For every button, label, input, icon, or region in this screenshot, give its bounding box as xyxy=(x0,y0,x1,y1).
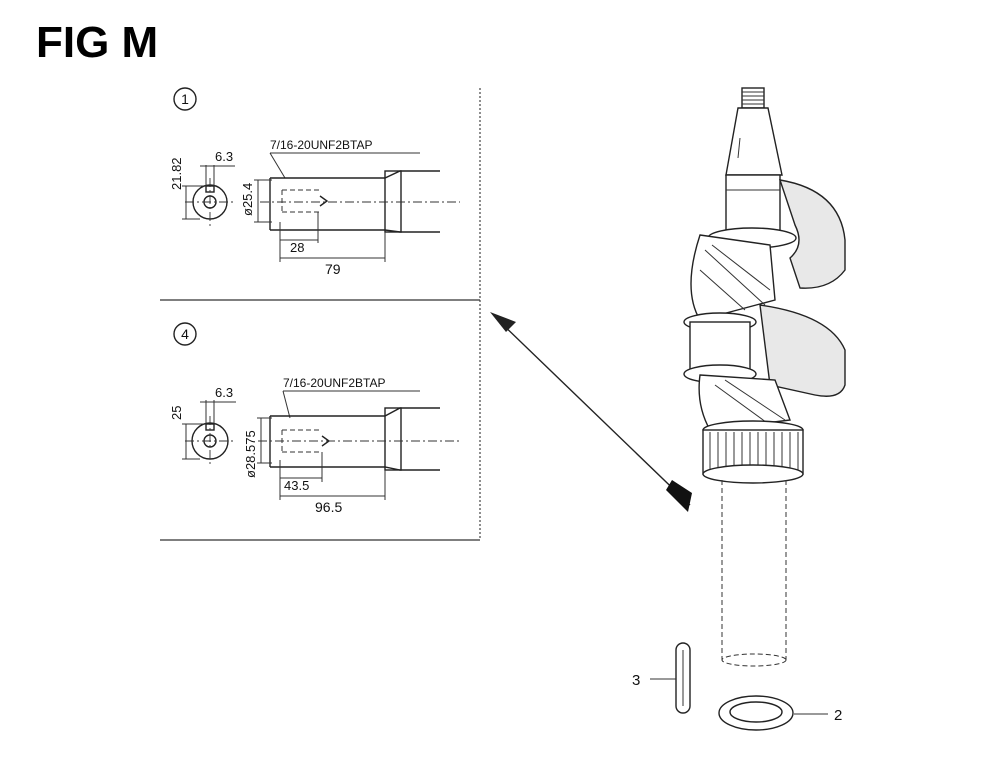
crankshaft xyxy=(683,87,846,667)
figure-title: FIG M xyxy=(36,18,159,67)
detail-4-side-view: 7/16-20UNF2BTAP xyxy=(257,376,460,500)
detail-panels-frame xyxy=(160,88,481,541)
detail-1-dim-keyway: 6.3 xyxy=(215,149,233,164)
detail-1: 1 21.82 6.3 7/16-20UNF2BTAP xyxy=(169,87,460,277)
detail-1-dim-height: 21.82 xyxy=(169,157,184,190)
detail-4-end-view xyxy=(182,400,236,466)
washer xyxy=(718,695,828,731)
woodruff-key xyxy=(650,642,691,714)
detail-4-dim-diameter: ø28.575 xyxy=(243,430,258,478)
detail-1-marker-circle xyxy=(173,87,197,111)
detail-1-side-view: 7/16-20UNF2BTAP xyxy=(254,138,460,262)
detail-1-dim-depth: 28 xyxy=(290,240,304,255)
detail-4-marker: 4 xyxy=(181,326,189,342)
detail-4-dim-keyway: 6.3 xyxy=(215,385,233,400)
callout-washer: 2 xyxy=(834,707,842,724)
detail-1-dim-diameter: ø25.4 xyxy=(240,183,255,216)
detail-4-thread-spec: 7/16-20UNF2BTAP xyxy=(283,376,386,390)
detail-4-dim-height: 25 xyxy=(169,406,184,420)
detail-4-dim-depth: 43.5 xyxy=(284,478,309,493)
detail-1-end-view xyxy=(182,165,235,226)
detail-1-dim-length: 79 xyxy=(325,261,341,277)
detail-4-marker-circle xyxy=(173,322,197,346)
detail-4-dim-length: 96.5 xyxy=(315,499,342,515)
detail-1-marker: 1 xyxy=(181,91,189,107)
callout-key: 3 xyxy=(632,672,640,689)
pointer-arrow xyxy=(490,312,692,512)
detail-4: 4 25 6.3 7/16-20UNF2BTAP xyxy=(169,322,460,515)
detail-1-thread-spec: 7/16-20UNF2BTAP xyxy=(270,138,373,152)
